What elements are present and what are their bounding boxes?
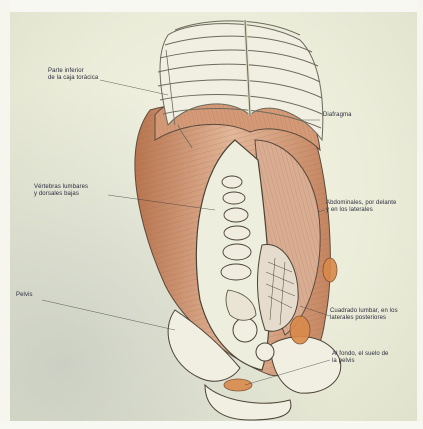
label-ribcage: Parte inferior de la caja torácica <box>48 68 98 82</box>
label-pelvic-floor: Al fondo, el suelo de la pelvis <box>332 351 388 365</box>
label-vertebrae: Vértebras lumbares y dorsales bajas <box>34 184 88 198</box>
label-diaphragm: Diafragma <box>323 112 352 119</box>
label-pelvis: Pelvis <box>16 292 33 299</box>
label-abdominals: Abdominales, por delante y en los latera… <box>326 200 396 214</box>
label-quadratus: Cuadrado lumbar, en los laterales poster… <box>330 308 398 322</box>
